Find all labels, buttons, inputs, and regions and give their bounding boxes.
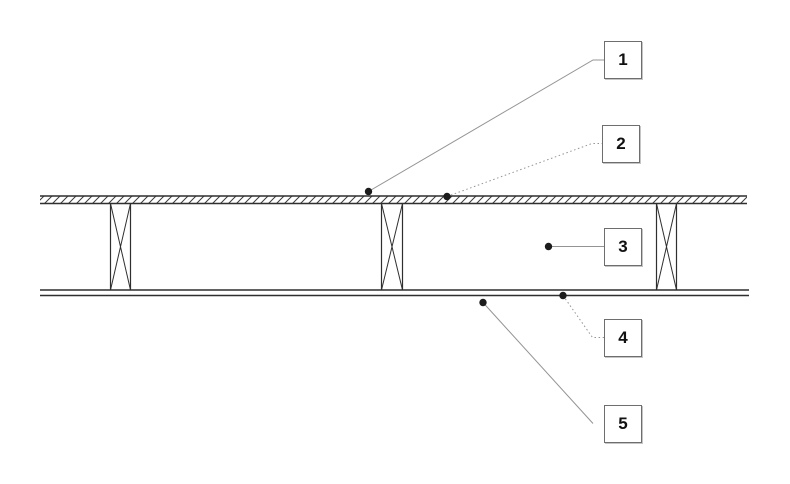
callout-box-1: 1	[604, 41, 642, 79]
bottom-ceiling-layer	[40, 289, 749, 297]
top-sheathing-layer	[40, 195, 747, 205]
callout-box-5: 5	[604, 405, 642, 443]
joist-1	[109, 203, 132, 291]
joist-2	[380, 203, 404, 291]
reference-dot-1	[364, 187, 373, 196]
callout-box-4: 4	[604, 319, 642, 357]
callout-label-2: 2	[616, 134, 626, 153]
leader-line-2	[446, 143, 602, 197]
callout-box-3: 3	[604, 228, 642, 266]
sheathing-hatch-fill	[40, 196, 747, 203]
callout-label-4: 4	[618, 328, 628, 347]
reference-dot-4	[559, 291, 567, 300]
joist-2-brace-b	[381, 203, 403, 291]
joist-3	[655, 203, 678, 291]
callout-label-1: 1	[618, 50, 628, 69]
leader-line-5	[482, 302, 594, 424]
joist-1-brace-b	[110, 203, 131, 291]
leader-line-4	[562, 295, 604, 338]
callout-label-5: 5	[618, 414, 628, 433]
callout-box-2: 2	[602, 125, 640, 163]
callout-label-3: 3	[618, 237, 628, 256]
reference-dot-5	[479, 298, 487, 307]
joist-3-brace-b	[656, 203, 677, 291]
reference-dot-2	[443, 192, 451, 201]
leader-line-1	[368, 59, 604, 192]
reference-dot-3	[544, 242, 553, 251]
